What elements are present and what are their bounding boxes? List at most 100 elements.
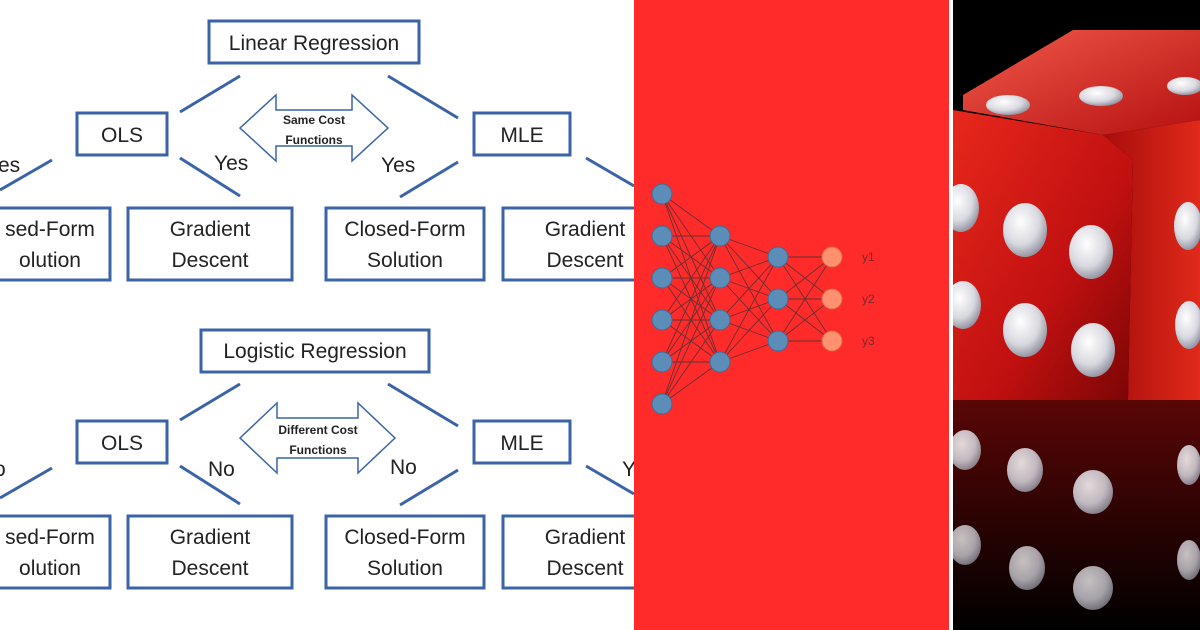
edge-ols-to-gradient bbox=[179, 156, 241, 198]
logistic-edge-label-3: No bbox=[390, 456, 417, 479]
neural-network-neurons bbox=[651, 183, 843, 415]
logistic-regression-title: Logistic Regression bbox=[223, 340, 406, 363]
linear-edge-label-1: es bbox=[0, 154, 20, 177]
neuron-connection bbox=[719, 256, 779, 321]
red-dice-illustration bbox=[953, 0, 1200, 630]
logistic-leaf-1-line2: olution bbox=[19, 557, 81, 580]
regression-diagram: Linear Regression OLS MLE Same Cost Func… bbox=[0, 19, 634, 590]
linear-regression-box bbox=[207, 19, 421, 65]
logistic-ols-label: OLS bbox=[101, 432, 143, 455]
linear-leaf-4-line2: Descent bbox=[546, 249, 623, 272]
hidden-neuron bbox=[651, 183, 673, 205]
linear-leaf-2-line1: Gradient bbox=[170, 218, 251, 241]
output-label-y1: y1 bbox=[862, 250, 875, 264]
edge-logistic-to-ols bbox=[179, 382, 241, 422]
logistic-leaf-4-line2: Descent bbox=[546, 557, 623, 580]
logistic-leaf-4-line1: Gradient bbox=[545, 526, 626, 549]
hidden-neuron bbox=[709, 267, 731, 289]
hidden-neuron bbox=[767, 246, 789, 268]
neural-network-connections bbox=[661, 193, 833, 405]
edge-linear-to-ols bbox=[179, 74, 241, 114]
neuron-connection bbox=[777, 298, 833, 342]
linear-leaf-3-line1: Closed-Form bbox=[344, 218, 465, 241]
dice-pips bbox=[953, 77, 1200, 610]
linear-leaf-box-3 bbox=[324, 206, 486, 282]
linear-leaf-2-line2: Descent bbox=[171, 249, 248, 272]
logistic-leaf-2-line1: Gradient bbox=[170, 526, 251, 549]
same-cost-label-line1: Same Cost bbox=[283, 113, 345, 127]
neuron-connection bbox=[719, 256, 779, 363]
same-cost-double-arrow bbox=[238, 93, 390, 163]
logistic-edge-label-4: Y bbox=[622, 458, 634, 481]
logistic-leaf-2-line2: Descent bbox=[171, 557, 248, 580]
logistic-leaf-3-line2: Solution bbox=[367, 557, 443, 580]
output-neuron bbox=[821, 246, 843, 268]
linear-ols-box bbox=[75, 111, 169, 157]
hidden-neuron bbox=[767, 288, 789, 310]
logistic-edge-label-2: No bbox=[208, 458, 235, 481]
logistic-leaf-1-line1: sed-Form bbox=[5, 526, 95, 549]
different-cost-double-arrow bbox=[238, 401, 397, 475]
different-cost-label-line2: Functions bbox=[289, 443, 347, 457]
edge-ols-to-closed-form bbox=[0, 158, 53, 192]
logistic-ols-box bbox=[75, 419, 169, 465]
neural-network-diagram: y1 y2 y3 bbox=[651, 183, 875, 415]
logistic-leaf-box-4 bbox=[501, 514, 634, 590]
linear-edge-label-2: Yes bbox=[214, 152, 248, 175]
logistic-leaf-box-2 bbox=[126, 514, 294, 590]
neuron-connection bbox=[777, 256, 833, 300]
neuron-connection bbox=[661, 277, 721, 405]
different-cost-label-line1: Different Cost bbox=[278, 423, 357, 437]
linear-mle-label: MLE bbox=[500, 124, 543, 147]
linear-leaf-4-line1: Gradient bbox=[545, 218, 626, 241]
hidden-neuron bbox=[651, 393, 673, 415]
panel-divider bbox=[949, 0, 953, 630]
output-label-y3: y3 bbox=[862, 334, 875, 348]
linear-regression-title: Linear Regression bbox=[229, 32, 399, 55]
output-neuron bbox=[821, 288, 843, 310]
neural-network-output-labels: y1 y2 y3 bbox=[862, 250, 875, 348]
linear-leaf-1-line1: sed-Form bbox=[5, 218, 95, 241]
logistic-mle-label: MLE bbox=[500, 432, 543, 455]
linear-mle-box bbox=[472, 111, 572, 157]
same-cost-label-line2: Functions bbox=[285, 133, 343, 147]
dice-photo-panel bbox=[953, 0, 1200, 630]
hidden-neuron bbox=[709, 351, 731, 373]
linear-leaf-1-line2: olution bbox=[19, 249, 81, 272]
neuron-connection bbox=[661, 193, 721, 237]
output-neuron bbox=[821, 330, 843, 352]
edge-logistic-to-mle bbox=[387, 382, 459, 428]
edge-linear-to-mle bbox=[387, 74, 459, 120]
output-label-y2: y2 bbox=[862, 292, 875, 306]
linear-ols-label: OLS bbox=[101, 124, 143, 147]
hidden-neuron bbox=[651, 267, 673, 289]
neuron-connection bbox=[719, 298, 779, 363]
hidden-neuron bbox=[651, 351, 673, 373]
neuron-connection bbox=[661, 319, 721, 405]
neuron-connection bbox=[661, 235, 721, 405]
logistic-edge-label-1: o bbox=[0, 458, 6, 481]
neuron-connection bbox=[661, 361, 721, 405]
edge-logistic-ols-to-gradient bbox=[179, 464, 241, 506]
neuron-connection bbox=[661, 235, 721, 321]
logistic-leaf-3-line1: Closed-Form bbox=[344, 526, 465, 549]
neural-network-panel: y1 y2 y3 bbox=[634, 0, 949, 630]
edge-logistic-mle-to-closed-form bbox=[399, 468, 459, 507]
edge-logistic-ols-to-closed-form bbox=[0, 466, 53, 500]
hidden-neuron bbox=[709, 309, 731, 331]
logistic-leaf-box-1 bbox=[0, 514, 112, 590]
neuron-connection bbox=[661, 235, 721, 279]
linear-leaf-box-2 bbox=[126, 206, 294, 282]
hidden-neuron bbox=[709, 225, 731, 247]
edge-logistic-mle-to-gradient bbox=[585, 464, 634, 496]
logistic-mle-box bbox=[472, 419, 572, 465]
neuron-connection bbox=[777, 256, 833, 342]
linear-leaf-box-4 bbox=[501, 206, 634, 282]
linear-edge-label-3: Yes bbox=[381, 154, 415, 177]
linear-leaf-box-1 bbox=[0, 206, 112, 282]
logistic-regression-box bbox=[199, 328, 431, 374]
logistic-leaf-box-3 bbox=[324, 514, 486, 590]
neuron-connection bbox=[661, 235, 721, 363]
edge-mle-to-closed-form bbox=[399, 160, 459, 199]
hidden-neuron bbox=[767, 330, 789, 352]
